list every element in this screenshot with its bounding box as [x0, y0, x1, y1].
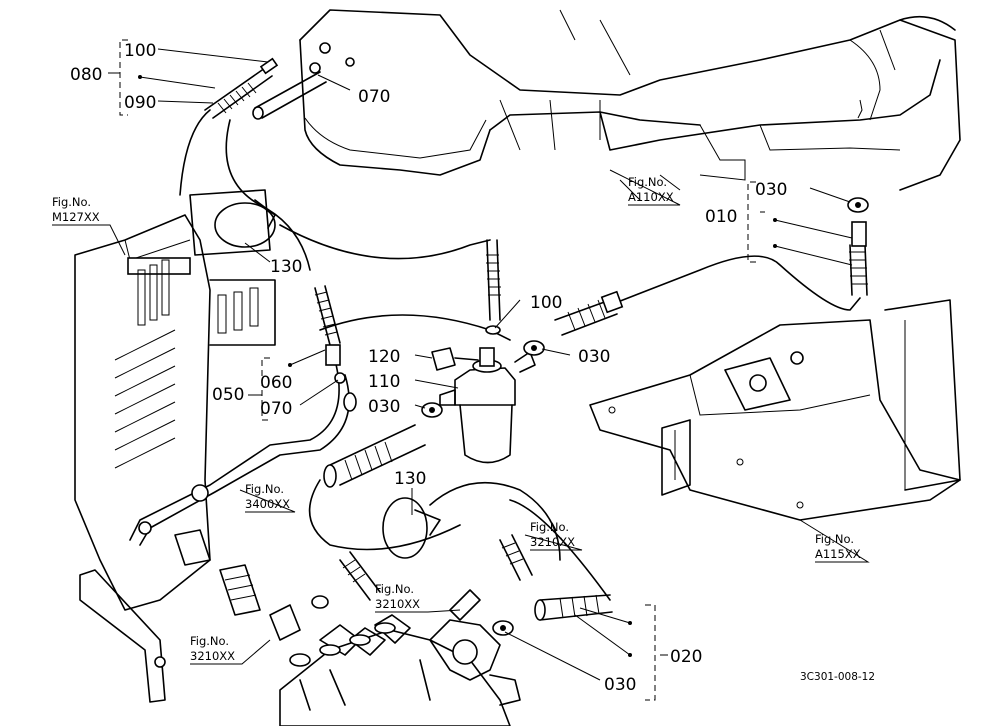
figure-references: Fig.No. M127XX Fig.No. A110XX Fig.No. 34… [52, 175, 861, 663]
fuel-hoses [129, 109, 861, 601]
clip-filter-right [523, 340, 545, 356]
label-120: 120 [368, 347, 400, 367]
floor-plate [589, 299, 961, 521]
label-080: 080 [70, 65, 102, 85]
fig-ref-3210-a-line2: 3210XX [530, 535, 575, 549]
fig-ref-3210-b-line2: 3210XX [375, 597, 420, 611]
hose-band-top [214, 199, 276, 248]
label-130-bottom: 130 [394, 469, 426, 489]
label-020: 020 [670, 647, 702, 667]
label-010: 010 [705, 207, 737, 227]
hose-fittings [138, 42, 869, 667]
clip-filter-left [421, 402, 443, 418]
spring-hose-bottom [311, 534, 613, 636]
spring-hose-right [554, 290, 624, 336]
fig-ref-3210-c-line2: 3210XX [190, 649, 235, 663]
spring-hose-bottom-left [323, 424, 426, 488]
fuel-tank [299, 9, 961, 201]
spring-hose-010 [847, 197, 869, 296]
fig-ref-3400-line1: Fig.No. [245, 482, 284, 496]
fig-ref-3210-b-line1: Fig.No. [375, 582, 414, 596]
fig-ref-a110-line1: Fig.No. [628, 175, 667, 189]
fig-ref-3400-line2: 3400XX [245, 497, 290, 511]
pump-fittings [138, 484, 311, 667]
label-110: 110 [368, 372, 400, 392]
spring-hose-top [204, 57, 279, 119]
hose-band-bottom [382, 497, 441, 559]
leader-lines [52, 48, 870, 681]
fig-ref-3210-c-line1: Fig.No. [190, 634, 229, 648]
fig-ref-a115-line2: A115XX [815, 547, 861, 561]
fig-ref-a115-line1: Fig.No. [815, 532, 854, 546]
diagram-code: 3C301-008-12 [800, 671, 875, 683]
label-070-mid: 070 [260, 399, 292, 419]
part-labels: 100 080 090 070 130 100 120 030 110 030 … [70, 41, 787, 695]
label-070-top: 070 [358, 87, 390, 107]
label-030-right: 030 [755, 180, 787, 200]
pipe-top [252, 42, 355, 120]
spring-hose-mid [485, 239, 501, 335]
label-030-bottom: 030 [604, 675, 636, 695]
group-brackets [119, 39, 756, 701]
fig-ref-m127-line2: M127XX [52, 210, 100, 224]
side-panel [74, 189, 276, 703]
label-030-filter: 030 [578, 347, 610, 367]
fig-ref-a110-line2: A110XX [628, 190, 674, 204]
fig-ref-3210-a-line1: Fig.No. [530, 520, 569, 534]
label-030-left: 030 [368, 397, 400, 417]
label-100-mid: 100 [530, 293, 562, 313]
label-050: 050 [212, 385, 244, 405]
fuel-filter [439, 347, 536, 464]
spring-hose-left [314, 285, 357, 412]
engine-block [279, 614, 521, 726]
label-100-top: 100 [124, 41, 156, 61]
fig-ref-m127-line1: Fig.No. [52, 195, 91, 209]
label-130-top: 130 [270, 257, 302, 277]
label-090: 090 [124, 93, 156, 113]
label-060: 060 [260, 373, 292, 393]
banjo-bolt [431, 347, 479, 371]
panel-louvers [114, 259, 176, 469]
